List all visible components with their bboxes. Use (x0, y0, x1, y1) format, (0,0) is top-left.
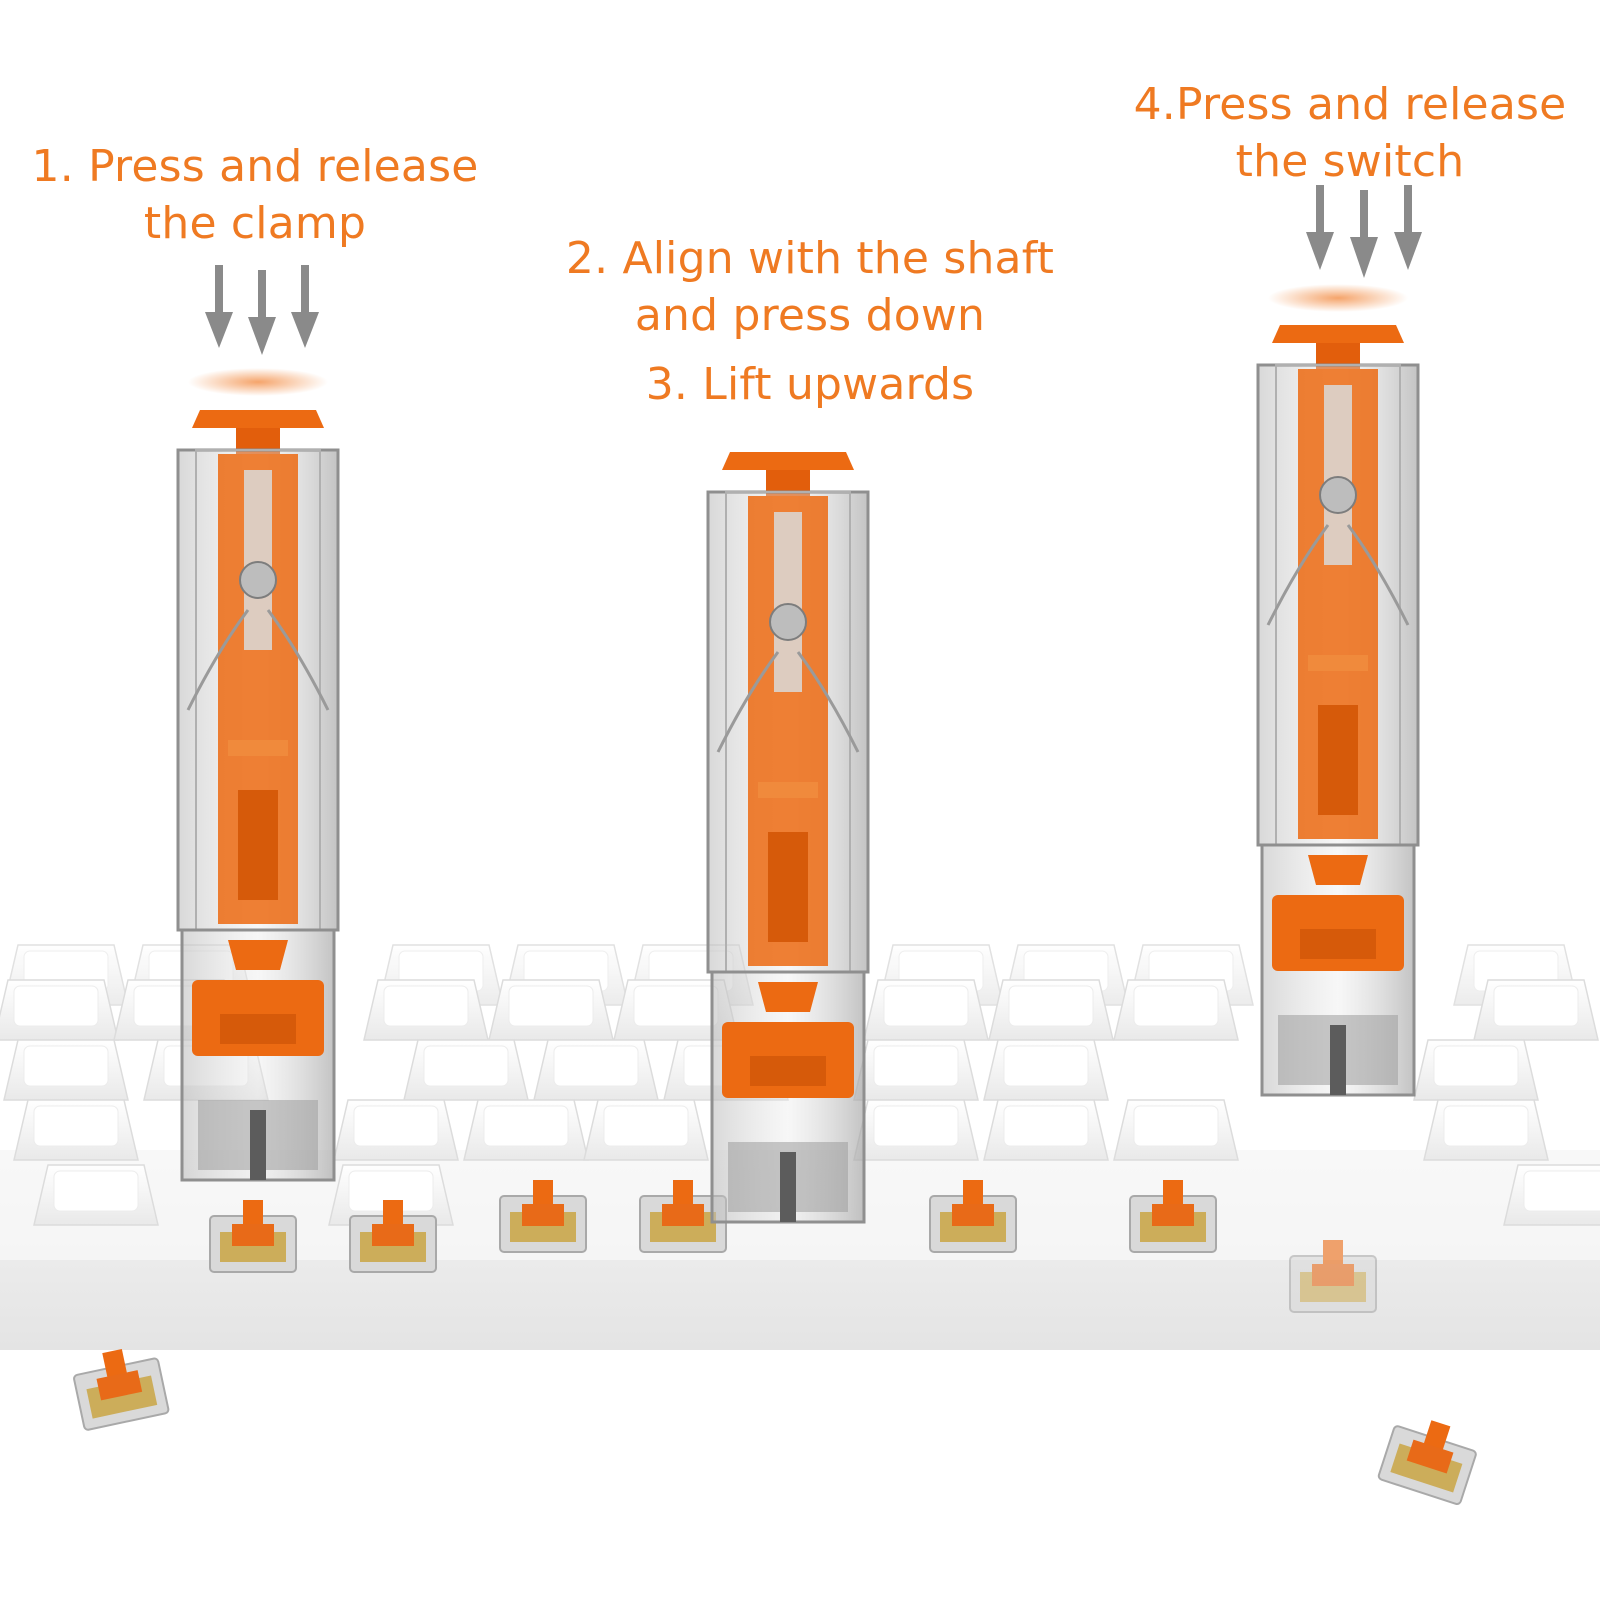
step-1-line-2: the clamp (143, 198, 367, 249)
step-2-caption: 2. Align with the shaft and press down (540, 230, 1080, 344)
step-1-caption: 1. Press and release the clamp (30, 138, 480, 252)
step-2-line-2: and press down (634, 290, 986, 341)
down-arrow-icon (205, 265, 233, 348)
down-arrow-icon (248, 270, 276, 355)
down-arrows-left (205, 265, 319, 355)
down-arrows-right (1306, 185, 1422, 278)
step-4-line-1: 4.Press and release (1133, 79, 1567, 130)
step-1-line-1: 1. Press and release (31, 141, 479, 192)
switch-puller-tool-center (706, 450, 870, 1224)
down-arrow-icon (291, 265, 319, 348)
switch-puller-tool-right (1256, 323, 1420, 1097)
step-3-line-1: 3. Lift upwards (645, 359, 975, 410)
loose-switch-left (69, 1341, 171, 1432)
step-4-line-2: the switch (1235, 136, 1465, 187)
switch-puller-tool-left (176, 408, 340, 1182)
press-motion-glow-left (188, 368, 328, 396)
loose-switch-right (1376, 1409, 1483, 1507)
step-2-line-1: 2. Align with the shaft (565, 233, 1055, 284)
step-4-caption: 4.Press and release the switch (1130, 76, 1570, 190)
down-arrow-icon (1306, 185, 1334, 270)
down-arrow-icon (1394, 185, 1422, 270)
press-motion-glow-right (1268, 284, 1408, 312)
step-3-caption: 3. Lift upwards (560, 356, 1060, 413)
down-arrow-icon (1350, 190, 1378, 278)
